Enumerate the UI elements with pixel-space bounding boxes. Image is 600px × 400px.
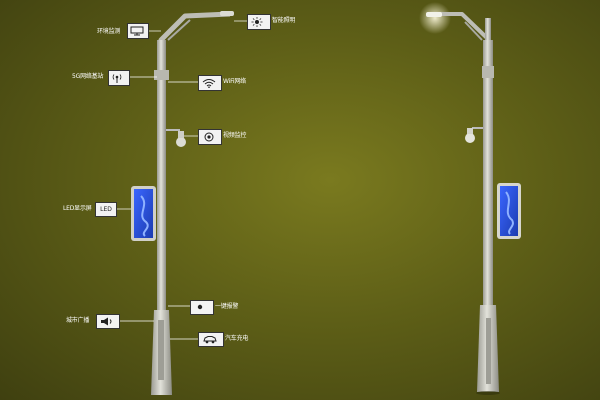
label-led-display: LED显示屏 (63, 205, 92, 212)
left-base-panel (158, 320, 164, 380)
left-lamp-arm-brace (167, 19, 191, 41)
right-led-panel (500, 186, 518, 236)
speaker-icon (100, 317, 116, 326)
broadcast-box (96, 314, 120, 329)
base-station-icon (111, 73, 127, 83)
wifi-box (198, 75, 222, 91)
5g-station-box (108, 70, 130, 86)
label-5g-station: 5G网络基站 (72, 73, 104, 80)
right-camera-shape (465, 133, 475, 143)
smart-light-box (247, 14, 271, 30)
label-video-monitoring: 视频监控 (223, 132, 247, 139)
left-lamp-head (220, 11, 234, 16)
charging-box (198, 332, 224, 347)
callout-leaders (117, 20, 247, 340)
one-key-alarm-box (190, 300, 214, 315)
video-box (198, 129, 222, 145)
env-monitor-box (127, 23, 149, 39)
right-lamp-head (426, 12, 442, 17)
right-pole-shaft (483, 40, 493, 310)
right-lamp-glow (419, 2, 451, 34)
sun-icon (251, 17, 267, 27)
label-env-monitoring: 环境监测 (97, 28, 121, 35)
left-pole-shaft (157, 40, 166, 310)
left-camera-shape (176, 137, 186, 147)
left-pole (131, 11, 234, 395)
left-led-panel (134, 189, 153, 238)
monitor-icon (130, 26, 146, 36)
camera-icon (202, 132, 218, 142)
led-badge-icon: LED (100, 205, 112, 213)
label-car-charging: 汽车充电 (225, 335, 249, 342)
label-one-key-alarm: 一键报警 (215, 303, 239, 310)
left-5g-box (154, 70, 169, 80)
led-box: LED (95, 202, 117, 217)
car-icon (202, 335, 220, 344)
label-city-broadcast: 城市广播 (66, 317, 90, 324)
label-smart-lighting: 智能照明 (272, 17, 296, 24)
label-wifi: WiFi网络 (223, 78, 246, 85)
right-pole (419, 2, 521, 395)
wifi-icon (202, 78, 218, 88)
left-lamp-arm (158, 11, 231, 82)
alarm-button-icon (194, 303, 210, 312)
